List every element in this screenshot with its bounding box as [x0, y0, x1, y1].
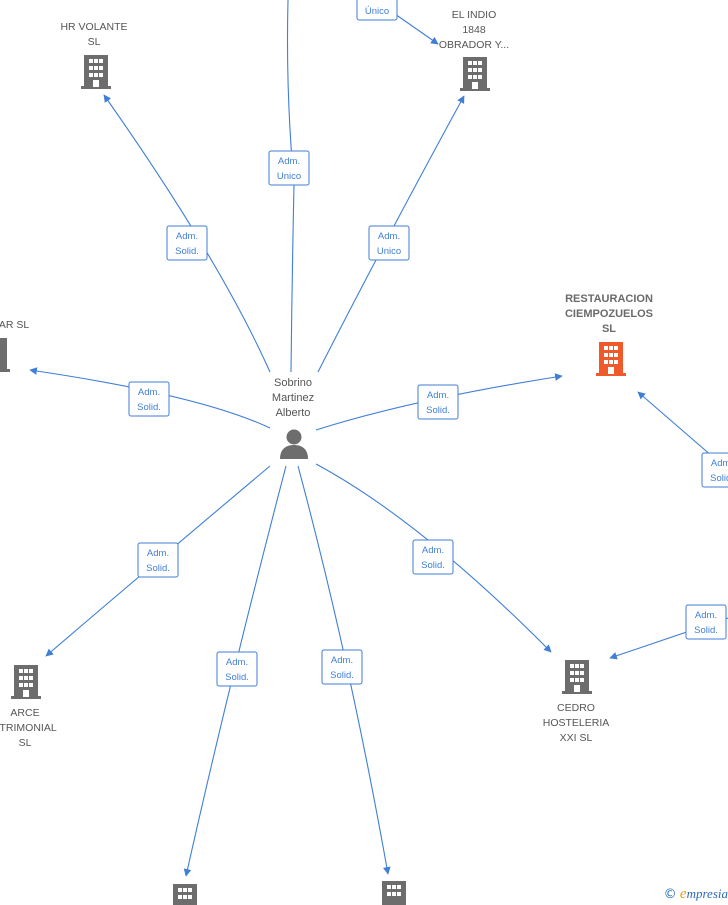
- edge-label-ar-sl[interactable]: Adm. Solid.: [128, 381, 170, 417]
- node-label-line: ATRIMONIAL: [0, 722, 57, 734]
- edge-label-el-indio[interactable]: Adm. Unico: [368, 225, 410, 261]
- edge-cedro: [315, 463, 552, 653]
- node-label-line: CEDRO: [557, 702, 595, 714]
- edge-label-text: Solid.: [330, 670, 354, 681]
- node-label: EL INDIO 1848 OBRADOR Y...: [439, 9, 509, 51]
- node-label: Sobrino Martinez Alberto: [272, 377, 314, 419]
- node-label-line: CIEMPOZUELOS: [565, 308, 653, 320]
- node-label-line: HR VOLANTE: [60, 21, 127, 33]
- node-label: HR VOLANTE SL: [60, 21, 127, 48]
- edge-label-text: Adm.: [427, 390, 449, 401]
- edge-label-text: Solid.: [225, 672, 249, 683]
- node-label: RESTAURACION CIEMPOZUELOS SL: [565, 293, 653, 335]
- building-icon: [382, 881, 406, 905]
- edge-label-restauracion[interactable]: Adm. Solid.: [417, 384, 459, 420]
- node-label-line: AR SL: [0, 319, 29, 331]
- edge-label-text: Unico: [377, 246, 401, 257]
- node-label-line: OBRADOR Y...: [439, 39, 509, 51]
- building-icon: [81, 55, 111, 89]
- node-bottom-right[interactable]: [382, 881, 406, 905]
- edge-label-text: Adm.: [176, 231, 198, 242]
- edge-label-text: Adm.: [147, 548, 169, 559]
- edge-label-text: Solid.: [694, 625, 718, 636]
- edge-label-text: Adm.: [138, 387, 160, 398]
- edge-label-top[interactable]: Adm. Unico: [268, 150, 310, 186]
- edge-top-lower: [290, 183, 295, 373]
- edge-label-text: Adm.: [331, 655, 353, 666]
- node-label-line: RESTAURACION: [565, 293, 653, 305]
- copyright-symbol: ©: [663, 887, 677, 902]
- edge-label-text: Solid.: [137, 402, 161, 413]
- edge-label-hr-volante[interactable]: Adm. Solid.: [166, 225, 208, 261]
- node-label-line: 1848: [462, 24, 486, 36]
- edge-label-cedro-right[interactable]: Adm. Solid.: [685, 604, 727, 640]
- edge-top: [286, 0, 293, 161]
- brand-logo-text: mpresia: [686, 886, 728, 901]
- edge-label-text: Unico: [277, 171, 301, 182]
- node-el-indio[interactable]: EL INDIO 1848 OBRADOR Y...: [439, 9, 509, 91]
- node-label-line: Sobrino: [274, 377, 312, 389]
- node-label-line: Martinez: [272, 392, 314, 404]
- node-label-line: SL: [602, 323, 616, 335]
- node-label: CEDRO HOSTELERIA XXI SL: [543, 702, 610, 744]
- edge-label-text: Solid.: [421, 560, 445, 571]
- building-icon: [173, 884, 197, 905]
- node-person-center[interactable]: Sobrino Martinez Alberto: [272, 377, 314, 459]
- node-label-line: Alberto: [276, 407, 311, 419]
- edge-label-top-right-partial[interactable]: Único: [356, 0, 398, 21]
- edge-top-right-partial: [394, 13, 439, 45]
- edge-label-text: Solid.: [426, 405, 450, 416]
- node-cedro-hosteleria[interactable]: CEDRO HOSTELERIA XXI SL: [543, 660, 610, 744]
- node-arce-patrimonial[interactable]: ARCE ATRIMONIAL SL: [0, 665, 57, 749]
- edge-label-arce[interactable]: Adm. Solid.: [137, 542, 179, 578]
- edges: [29, 0, 728, 877]
- building-icon: [596, 342, 626, 376]
- edge-label-bottom-left[interactable]: Adm. Solid.: [216, 651, 258, 687]
- node-label: AR SL: [0, 319, 29, 331]
- company-nodes: HR VOLANTE SL EL INDIO 1848 OBRADOR Y...: [0, 9, 653, 905]
- node-ar-sl[interactable]: AR SL: [0, 319, 29, 372]
- edge-label-text: Adm.: [378, 231, 400, 242]
- edge-label-cedro[interactable]: Adm. Solid.: [412, 539, 454, 575]
- edge-label-bottom-right[interactable]: Adm. Solid.: [321, 649, 363, 685]
- edge-ar-sl: [29, 367, 271, 429]
- node-label-line: XXI SL: [560, 732, 593, 744]
- node-label-line: EL INDIO: [452, 9, 497, 21]
- building-icon: [562, 660, 592, 694]
- edge-labels: Adm. Unico Único Adm. Solid. Adm. Unico …: [128, 0, 728, 687]
- person-icon: [280, 429, 308, 459]
- edge-label-restauracion-right[interactable]: Adm. Solid.: [701, 452, 728, 488]
- brand-footer: © empresia: [664, 886, 728, 903]
- edge-label-text: Adm.: [422, 545, 444, 556]
- edge-label-text: Adm.: [226, 657, 248, 668]
- edge-label-text: Solid.: [710, 473, 728, 484]
- building-icon: [11, 665, 41, 699]
- node-label: ARCE ATRIMONIAL SL: [0, 707, 57, 749]
- brand-logo-initial: e: [679, 886, 687, 902]
- node-bottom-left[interactable]: [173, 884, 197, 905]
- node-label-line: HOSTELERIA: [543, 717, 610, 729]
- node-label-line: SL: [19, 737, 32, 749]
- node-label-line: ARCE: [10, 707, 39, 719]
- edge-label-text: Único: [365, 6, 389, 17]
- node-label-line: SL: [88, 36, 101, 48]
- edge-label-text: Adm.: [695, 610, 717, 621]
- building-icon: [0, 338, 10, 372]
- edge-label-text: Adm.: [278, 156, 300, 167]
- edge-label-text: Adm.: [711, 458, 728, 469]
- node-restauracion-ciempozuelos[interactable]: RESTAURACION CIEMPOZUELOS SL: [565, 293, 653, 376]
- building-icon: [460, 57, 490, 91]
- node-hr-volante[interactable]: HR VOLANTE SL: [60, 21, 128, 89]
- edge-label-text: Solid.: [146, 563, 170, 574]
- edge-label-text: Solid.: [175, 246, 199, 257]
